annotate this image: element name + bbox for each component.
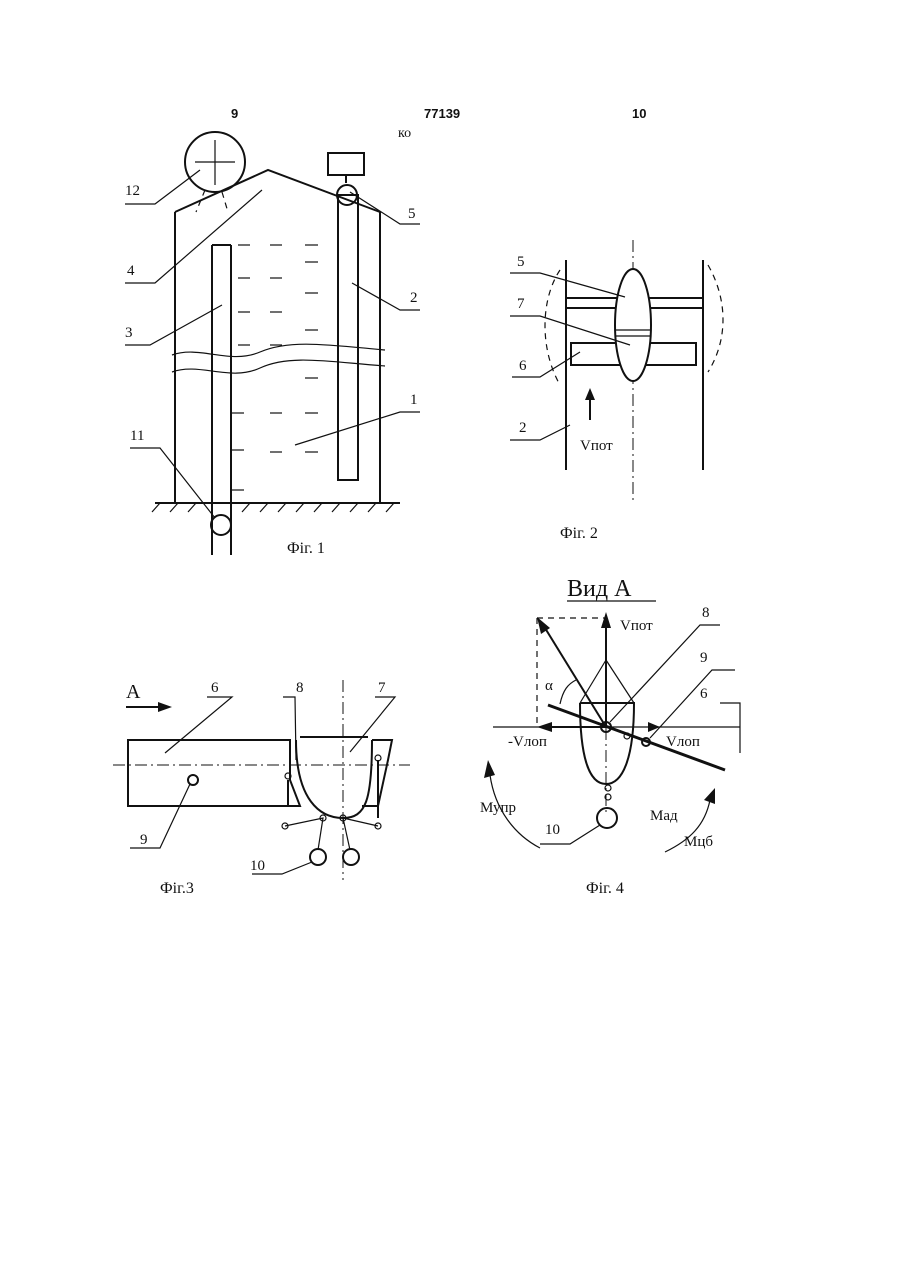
fig3-caption: Фіг.3: [160, 880, 194, 897]
fig2-label-5: 5: [517, 254, 525, 270]
fig2-caption: Фіг. 2: [560, 525, 598, 542]
fig4-alpha-label: α: [545, 678, 553, 694]
fig1-caption: Фіг. 1: [287, 540, 325, 557]
fig1-label-2: 2: [410, 290, 418, 306]
fig1-label-1: 1: [410, 392, 418, 408]
fig1-leaders: [125, 170, 420, 518]
fig4-label-8: 8: [702, 605, 710, 621]
fig4-vflow-label: Vпот: [620, 618, 653, 634]
fig4-label-10: 10: [545, 822, 560, 838]
figure-3: A 6 8 7 9 10 Фіг.3: [113, 680, 410, 897]
fig1-label-3: 3: [125, 325, 133, 341]
fig2-flow-label: Vпот: [580, 438, 613, 454]
fig2-flow-arrowhead: [585, 388, 595, 400]
fig4-resultant-vector: [545, 628, 606, 727]
fig3-label-9: 9: [140, 832, 148, 848]
fig1-label-4: 4: [127, 263, 135, 279]
fig3-view-arrowhead: [158, 702, 172, 712]
fig4-leaders: [540, 625, 740, 844]
fig4-mcb-arrowhead: [704, 788, 715, 804]
fig3-label-8: 8: [296, 680, 304, 696]
fig2-label-7: 7: [517, 296, 525, 312]
fig2-label-6: 6: [519, 358, 527, 374]
fig2-float-7: [615, 269, 651, 381]
fig1-label-5: 5: [408, 206, 416, 222]
fig1-water-dashes: [232, 245, 318, 490]
fig4-label-6: 6: [700, 686, 708, 702]
fig4-alpha-arc: [560, 680, 576, 704]
fig4-vblade-neg-label: -Vлоп: [508, 734, 547, 750]
fig3-label-A: A: [126, 681, 141, 703]
fig3-label-10: 10: [250, 858, 265, 874]
fig3-linkage: [285, 818, 378, 850]
fig3-weight-10b: [343, 849, 359, 865]
fig2-right-arc: [708, 265, 723, 372]
figure-4: Вид А: [480, 576, 740, 897]
fig2-left-arc: [545, 270, 560, 385]
fig1-break-top: [172, 344, 385, 356]
fig1-gen-belt: [196, 190, 228, 212]
fig3-blade-6: [128, 740, 300, 806]
fig4-mad-label: Мад: [650, 808, 678, 824]
figure-2: 5 7 6 2 Vпот Фіг. 2: [510, 240, 723, 542]
fig4-mupr-label: Мупр: [480, 800, 516, 816]
fig4-label-9: 9: [700, 650, 708, 666]
fig3-weight-10a: [310, 849, 326, 865]
fig1-bottom-pulley: [211, 515, 231, 535]
fig3-leaders: [130, 697, 395, 874]
fig4-vblade-neg-arrowhead: [537, 722, 552, 732]
fig1-ground-hatch: [152, 503, 394, 512]
fig2-label-2: 2: [519, 420, 527, 436]
fig4-vblade-arrowhead: [648, 722, 660, 732]
fig3-float-7: [296, 740, 372, 818]
fig1-label-12: 12: [125, 183, 140, 199]
fig4-float-right-edge: [606, 660, 634, 703]
figure-1: 12 4 3 11 5 2 1 Фіг. 1: [125, 132, 420, 557]
fig4-mupr-arrowhead: [484, 760, 495, 778]
fig1-chain-housing: [338, 195, 358, 480]
fig3-pivot-9: [188, 775, 198, 785]
fig1-break-bottom: [172, 360, 385, 373]
fig4-title: Вид А: [567, 576, 632, 602]
fig3-label-7: 7: [378, 680, 386, 696]
fig3-label-6: 6: [211, 680, 219, 696]
fig1-motor-box: [328, 153, 364, 175]
fig4-caption: Фіг. 4: [586, 880, 624, 897]
fig4-mcb-label: Мцб: [684, 834, 713, 850]
fig1-label-11: 11: [130, 428, 144, 444]
fig4-float-left-edge: [580, 660, 606, 703]
fig4-vflow-arrowhead: [601, 612, 611, 628]
fig4-vblade-label: Vлоп: [666, 734, 700, 750]
